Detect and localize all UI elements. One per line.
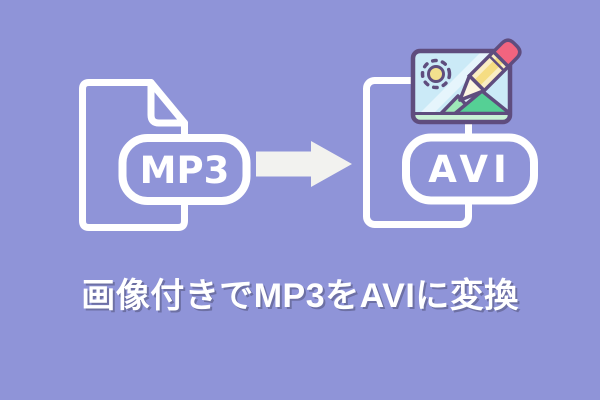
mp3-file-icon: MP3 [79, 79, 251, 231]
pencil-ferrule-line [488, 55, 505, 72]
sun-icon [427, 65, 445, 83]
avi-file-icon: AVI [363, 77, 538, 228]
document-outline [79, 79, 188, 231]
folded-corner [147, 79, 188, 127]
grass-strip [413, 115, 510, 122]
caption-text: 画像付きでMP3をAVIに変換 [81, 277, 519, 315]
avi-label-badge [402, 133, 538, 205]
sun-rays [420, 58, 452, 90]
image-edit-icon [410, 38, 522, 125]
pencil-icon [458, 38, 522, 102]
mp3-label-badge [118, 134, 251, 205]
picture-frame [410, 48, 513, 125]
right-arrow-icon [256, 141, 352, 187]
mp3-label-text: MP3 [140, 149, 230, 192]
avi-label-text: AVI [428, 148, 512, 191]
pencil-eraser [491, 38, 522, 69]
